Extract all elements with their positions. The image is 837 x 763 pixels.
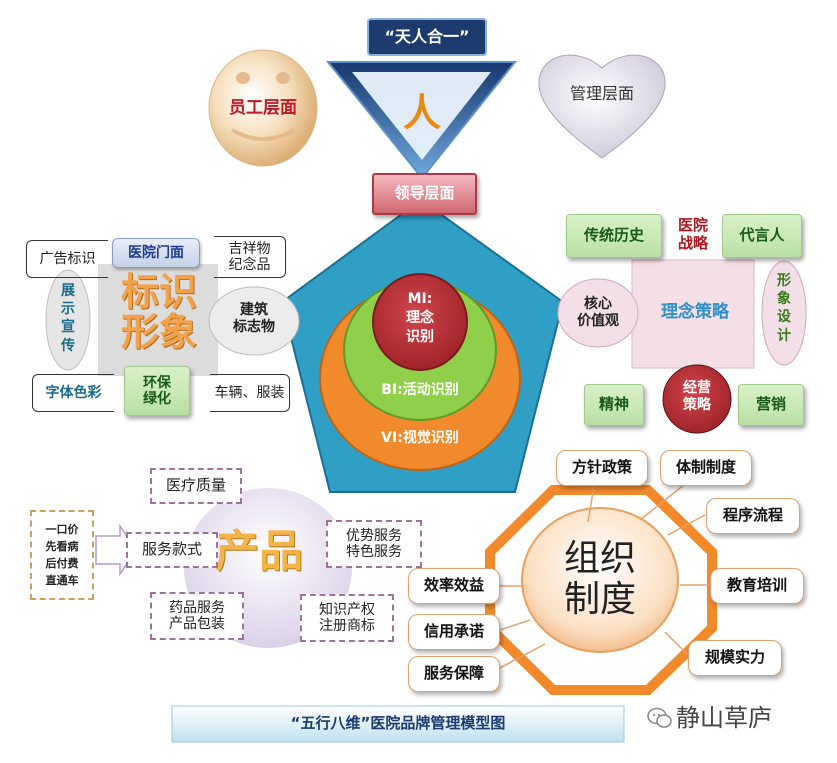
font-color-bracket: 字体色彩 — [32, 374, 114, 412]
mi-label: MI: 理念 识别 — [406, 291, 434, 345]
core-label: 核心 价值观 — [577, 296, 619, 329]
face-eye-left — [236, 72, 250, 84]
advantage-box: 优势服务 特色服务 — [326, 520, 422, 568]
gate-badge: 医院门面 — [112, 238, 200, 268]
identity-backdrop — [98, 264, 218, 376]
system-box: 体制制度 — [660, 450, 752, 486]
wechat-icon — [646, 704, 674, 732]
image-design-label: 形 象 设 计 — [777, 273, 791, 344]
vehicle-bracket: 车辆、服装 — [210, 374, 290, 412]
face-smile — [230, 128, 296, 141]
mi-circle — [372, 273, 468, 371]
service-style-box: 服务款式 — [126, 532, 218, 568]
history-box: 传统历史 — [566, 214, 662, 258]
identity-main: 标识 形象 — [120, 269, 197, 354]
mascot-bracket: 吉祥物 纪念品 — [214, 236, 286, 278]
scale-box: 规模实力 — [688, 640, 782, 676]
footer-bar — [171, 705, 625, 743]
spokes-box: 代言人 — [722, 214, 802, 258]
ads-bracket: 广告标识 — [26, 240, 108, 278]
operation-label: 经营 策略 — [683, 380, 711, 413]
title-text: “天人合一” — [384, 26, 470, 46]
building-label: 建筑 标志物 — [233, 302, 275, 335]
leader-label: 领导层面 — [394, 184, 455, 203]
green-box: 环保 绿化 — [124, 366, 190, 416]
staff-face-shape — [208, 49, 318, 167]
core-value-ellipse — [557, 278, 639, 348]
image-design-ellipse — [761, 260, 807, 366]
org-main: 组织 制度 — [563, 538, 636, 621]
management-label: 管理层面 — [569, 84, 634, 103]
display-label: 展 示 宣 传 — [61, 283, 75, 354]
spirit-box: 精神 — [584, 384, 644, 426]
product-main: 产品 — [215, 526, 303, 577]
training-box: 教育培训 — [710, 568, 804, 604]
policy-box: 方针政策 — [556, 450, 648, 486]
efficiency-box: 效率效益 — [408, 568, 500, 604]
vi-label: VI:视觉识别 — [381, 430, 459, 446]
management-heart-shape — [538, 54, 666, 159]
ip-box: 知识产权 注册商标 — [300, 594, 394, 642]
concept-main: 理念策略 — [661, 302, 729, 322]
title-badge: “天人合一” — [367, 18, 487, 56]
staff-label: 员工层面 — [229, 98, 297, 118]
credit-box: 信用承诺 — [408, 614, 500, 650]
price-list-box: 一口价 先看病 后付费 直通车 — [30, 510, 94, 600]
org-connectors — [495, 479, 712, 671]
operation-ellipse — [662, 364, 732, 434]
strategy-label: 医院 战略 — [677, 216, 708, 252]
bi-label: BI:活动识别 — [381, 382, 459, 398]
brand-label: 静山草庐 — [676, 704, 772, 732]
person-char: 人 — [402, 90, 441, 135]
funnel-inner — [352, 72, 491, 160]
face-eye-right — [276, 72, 290, 84]
building-ellipse — [208, 286, 300, 356]
marketing-box: 营销 — [738, 384, 804, 426]
leader-button: 领导层面 — [372, 173, 477, 215]
footer-caption: “五行八维”医院品牌管理模型图 — [290, 714, 506, 732]
display-ellipse — [45, 269, 91, 371]
quality-box: 医疗质量 — [150, 468, 242, 504]
service-guarantee-box: 服务保障 — [408, 656, 500, 692]
process-box: 程序流程 — [706, 498, 800, 534]
org-circle — [521, 507, 679, 653]
drug-box: 药品服务 产品包装 — [150, 592, 244, 640]
